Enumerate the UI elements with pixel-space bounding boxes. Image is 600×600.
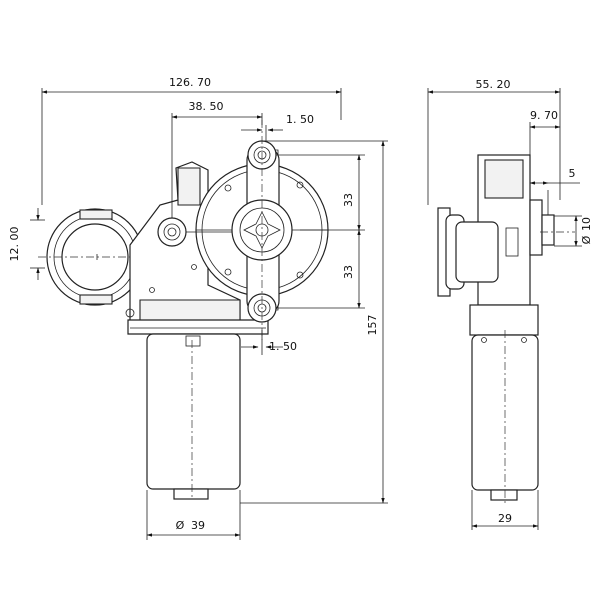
gearbox-housing <box>125 161 269 335</box>
side-view <box>437 154 575 505</box>
dim-motor-diameter: 39 <box>191 519 205 532</box>
dim-height: 157 <box>366 315 379 336</box>
dim-bottom-gap: 1. 50 <box>269 340 297 353</box>
dim-gear-offset: 38. 50 <box>189 100 224 113</box>
ring-clamp <box>46 208 144 306</box>
front-view <box>38 120 329 500</box>
front-dimensions: 126. 70 38. 50 1. 50 33 33 157 12. 00 <box>8 76 388 540</box>
dim-side-shaft-diameter: 10 <box>580 217 593 231</box>
dim-upper-half: 33 <box>342 193 355 207</box>
dim-side-motor-width: 29 <box>498 512 512 525</box>
dim-overall-width: 126. 70 <box>169 76 211 89</box>
dim-top-gap: 1. 50 <box>286 113 314 126</box>
dim-side-width: 55. 20 <box>476 78 511 91</box>
dim-diameter-symbol: Ø <box>176 519 185 532</box>
mounting-bosses <box>157 140 277 323</box>
motor-can <box>146 333 241 500</box>
dim-side-shaft-step: 5 <box>569 167 576 180</box>
dim-side-diameter-symbol: Ø <box>580 235 593 244</box>
side-dimensions: 55. 20 9. 70 5 Ø 10 29 <box>427 78 593 530</box>
dim-side-shaft-offset: 9. 70 <box>530 109 558 122</box>
dim-left-thickness: 12. 00 <box>8 227 21 262</box>
dim-lower-half: 33 <box>342 265 355 279</box>
